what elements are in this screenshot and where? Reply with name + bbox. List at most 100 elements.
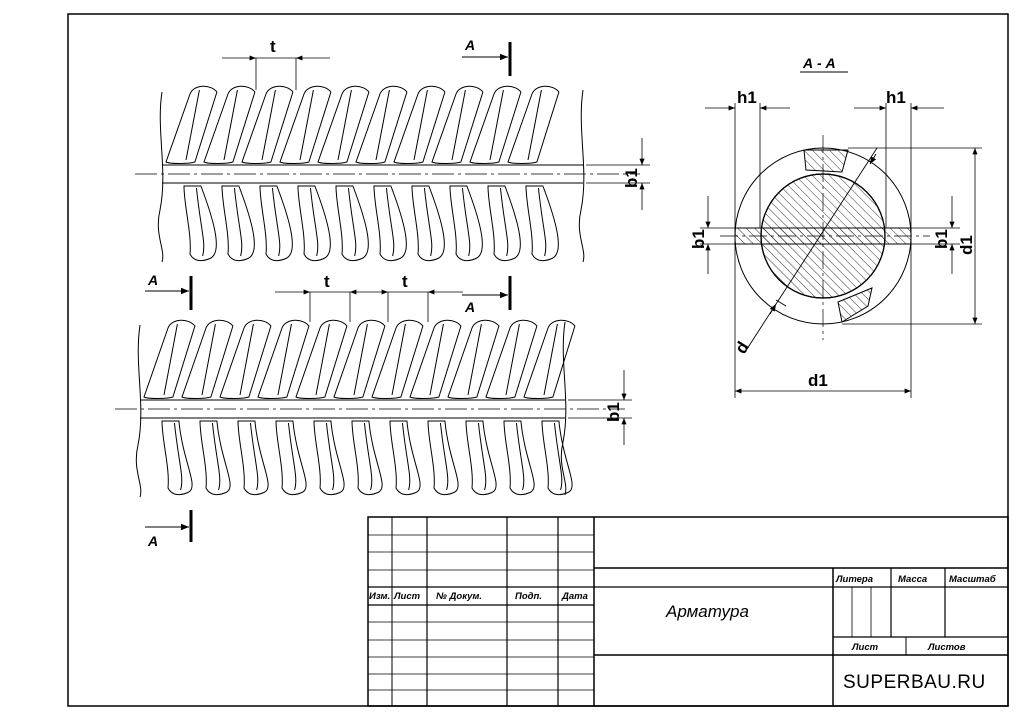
rib-upper-edge: [261, 89, 276, 161]
bottom-b1-label: b1: [604, 402, 623, 422]
section-mark-top-right: [462, 42, 512, 76]
rib-lower: [199, 420, 231, 496]
rib-lower-edge: [439, 422, 449, 491]
rib-lower: [161, 420, 193, 496]
drawing-title: Арматура: [665, 602, 749, 621]
rib-lower-edge: [195, 187, 205, 257]
h1-right-dimension: [854, 103, 944, 228]
core-diameter-dimension: [744, 147, 878, 353]
section-title: А - А: [802, 55, 836, 71]
d1-vertical-dimension: [842, 147, 982, 325]
bottom-pitch-label-2: t: [402, 272, 408, 291]
rib-lower: [541, 420, 573, 496]
rib-lower-edge: [499, 187, 509, 257]
rib-lower-edge: [325, 422, 335, 491]
rib-lower: [465, 420, 497, 496]
rib-upper-edge: [185, 89, 200, 161]
rib-lower-edge: [401, 422, 411, 491]
rib-lower: [335, 185, 369, 262]
rib-lower: [183, 185, 217, 262]
rib-upper-edge: [353, 323, 368, 396]
rib-lower-edge: [385, 187, 395, 257]
d1-vertical-label: d1: [957, 235, 976, 255]
rib-lower-edge: [461, 187, 471, 257]
rib-lower-edge: [423, 187, 433, 257]
bottom-pitch-label-1: t: [324, 272, 330, 291]
b1-left-dimension: [700, 196, 735, 274]
section-mark-label: A: [147, 272, 158, 288]
rib-lower-edge: [363, 422, 373, 491]
rib-upper-edge: [391, 323, 406, 396]
rib-upper-edge: [163, 323, 178, 396]
tb-scale: Масштаб: [949, 574, 997, 585]
rib-upper-edge: [201, 323, 216, 396]
tb-sheets: Листов: [927, 642, 966, 653]
rib-upper-edge: [489, 89, 504, 161]
section-mark-mid-left: [145, 276, 193, 310]
core-diameter-label: d: [731, 338, 753, 357]
h1-right-label: h1: [886, 88, 906, 107]
b1-right-label: b1: [932, 229, 951, 249]
rib-upper-edge: [413, 89, 428, 161]
rib-lower: [351, 420, 383, 496]
tb-mass: Масса: [898, 574, 927, 585]
rib-lower-edge: [515, 422, 525, 491]
rib-upper: [409, 319, 462, 399]
rib-lower: [503, 420, 535, 496]
section-mark-label: A: [464, 37, 475, 53]
rib-lower: [427, 420, 459, 496]
rib-lower-edge: [233, 187, 243, 257]
rib-upper-edge: [467, 323, 482, 396]
rib-upper: [257, 319, 310, 399]
rib-upper-edge: [315, 323, 330, 396]
rib-lower: [275, 420, 307, 496]
top-b1-dimension: [586, 138, 650, 210]
rib-upper-edge: [375, 89, 390, 161]
top-pitch-label: t: [270, 37, 276, 56]
rib-lower: [389, 420, 421, 496]
section-mark-label: A: [147, 533, 158, 549]
rib-upper-edge: [239, 323, 254, 396]
tb-sheet: Лист: [851, 642, 879, 653]
rib-lower-edge: [347, 187, 357, 257]
rib-lower-edge: [477, 422, 487, 491]
rib-upper: [279, 85, 332, 164]
rib-upper: [431, 85, 484, 164]
h1-left-label: h1: [737, 88, 757, 107]
rib-lower: [313, 420, 345, 496]
rib-lower-edge: [249, 422, 259, 491]
rib-upper-edge: [337, 89, 352, 161]
d1-horizontal-dimension: [734, 244, 912, 398]
tb-litera: Литера: [835, 574, 873, 585]
tb-header-docnum: № Докум.: [436, 591, 482, 602]
tb-header-sign: Подп.: [515, 591, 542, 602]
rib-upper-edge: [527, 89, 542, 161]
section-mark-bottom-left: [145, 510, 193, 542]
rib-upper: [241, 85, 294, 164]
rib-upper: [333, 319, 386, 399]
rib-upper: [295, 319, 348, 399]
rib-upper: [469, 85, 522, 164]
rib-lower-edge: [309, 187, 319, 257]
d1-horizontal-label: d1: [808, 371, 828, 390]
rib-lower: [487, 185, 521, 262]
cross-section: [720, 135, 930, 340]
rib-upper-edge: [505, 323, 520, 396]
rib-upper: [219, 319, 272, 399]
rib-upper: [393, 85, 446, 164]
rib-lower-edge: [271, 187, 281, 257]
rib-upper: [485, 319, 538, 399]
bottom-pitch-dimension: [275, 289, 463, 322]
rib-upper-edge: [543, 323, 558, 396]
rib-lower-edge: [537, 187, 547, 257]
rib-upper: [371, 319, 424, 399]
rib-upper: [165, 85, 218, 164]
bottom-b1-dimension: [568, 370, 632, 445]
rib-upper: [317, 85, 370, 164]
rebar-view-top: [135, 85, 640, 263]
rebar-view-bottom: [115, 319, 625, 498]
rib-upper: [523, 319, 576, 399]
rib-upper: [203, 85, 256, 164]
rib-lower: [297, 185, 331, 262]
